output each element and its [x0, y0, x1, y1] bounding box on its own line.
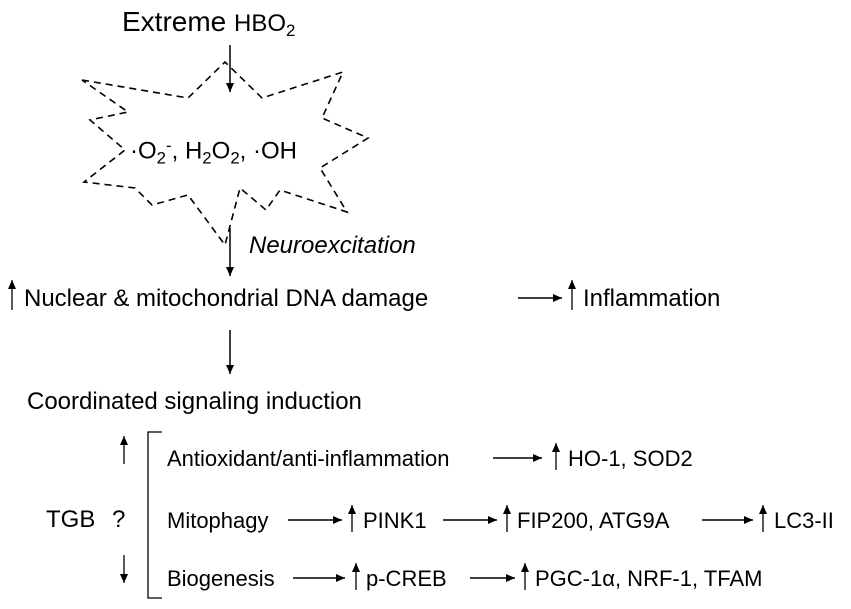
antioxidant-label: Antioxidant/anti-inflammation: [167, 446, 450, 471]
tgb-question-mark: ?: [112, 506, 126, 533]
mitophagy-lc3-ii: LC3-II: [774, 508, 834, 533]
inflammation-label: Inflammation: [583, 285, 721, 312]
title-extreme: Extreme: [122, 6, 227, 37]
ros-species: ·O2-, H2O2, ·OH: [130, 136, 297, 168]
title-hbo: HBO2: [234, 10, 296, 41]
biogenesis-pcreb: p-CREB: [366, 566, 447, 591]
ros-starburst-shape: [81, 60, 370, 247]
antioxidant-targets: HO-1, SOD2: [568, 446, 693, 471]
signaling-label: Coordinated signaling induction: [27, 388, 362, 415]
biogenesis-pgc1a-nrf1-tfam: PGC-1α, NRF-1, TFAM: [535, 566, 763, 591]
pathway-bracket: [147, 431, 162, 599]
tgb-text: TGB: [46, 506, 96, 533]
mitophagy-pink1: PINK1: [363, 508, 427, 533]
title-extreme-hbo2: Extreme HBO2: [122, 8, 295, 40]
dna-damage-label: Nuclear & mitochondrial DNA damage: [24, 285, 429, 312]
mitophagy-label: Mitophagy: [167, 508, 269, 533]
biogenesis-label: Biogenesis: [167, 566, 275, 591]
tgb-label: TGB ?: [46, 508, 125, 532]
mitophagy-fip200-atg9a: FIP200, ATG9A: [517, 508, 670, 533]
neuroexcitation-label: Neuroexcitation: [249, 232, 416, 259]
